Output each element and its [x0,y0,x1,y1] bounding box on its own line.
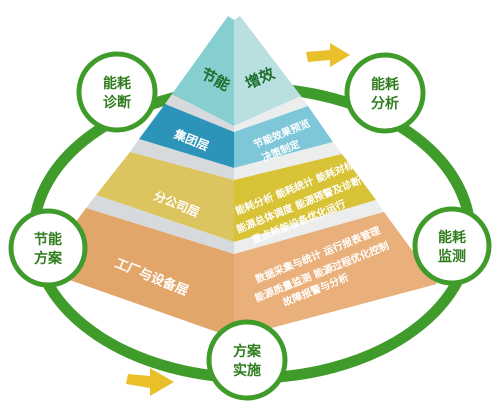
node-energy-diagnosis: 能耗 诊断 [76,51,158,133]
node-plan-implementation-line2: 实施 [233,362,261,379]
pyramid-separator-1-left [165,94,234,132]
pyramid-plant-right-face [234,212,437,338]
node-plan-implementation-line1: 方案 [233,343,262,360]
node-energy-saving-plan-line2: 方案 [34,250,63,267]
node-energy-saving-plan-line1: 节能 [34,231,62,248]
pyramid-group-right-face [234,106,333,168]
pyramid-separator-3-left [86,195,234,254]
node-energy-monitoring: 能耗 监测 [412,206,492,286]
arrow-top-right-icon [306,43,350,67]
pyramid-plant-left-face [41,208,234,338]
pyramid-separator-3-right [234,200,384,254]
pyramid-separator-1-right [234,96,308,132]
pyramid-branch-left-face [96,152,234,242]
node-energy-diagnosis-line2: 诊断 [103,94,131,111]
pyramid-apex-right-face [234,16,301,126]
node-energy-monitoring-line1: 能耗 [438,229,466,246]
node-energy-analysis-line2: 分析 [371,95,399,112]
pyramid-separator-2-right [234,142,342,180]
pyramid-branch-right-face [234,154,376,242]
node-energy-diagnosis-line1: 能耗 [103,75,131,92]
node-energy-monitoring-line2: 监测 [438,248,466,265]
pyramid-apex-left-face [172,16,234,126]
pyramid-group-left-face [139,104,234,168]
node-energy-analysis: 能耗 分析 [344,52,426,134]
pyramid-separator-2-left [130,139,234,180]
node-energy-saving-plan: 节能 方案 [8,208,88,288]
node-energy-analysis-line1: 能耗 [371,76,399,93]
arrow-bottom-left-icon [126,368,174,396]
node-plan-implementation: 方案 实施 [206,319,288,401]
